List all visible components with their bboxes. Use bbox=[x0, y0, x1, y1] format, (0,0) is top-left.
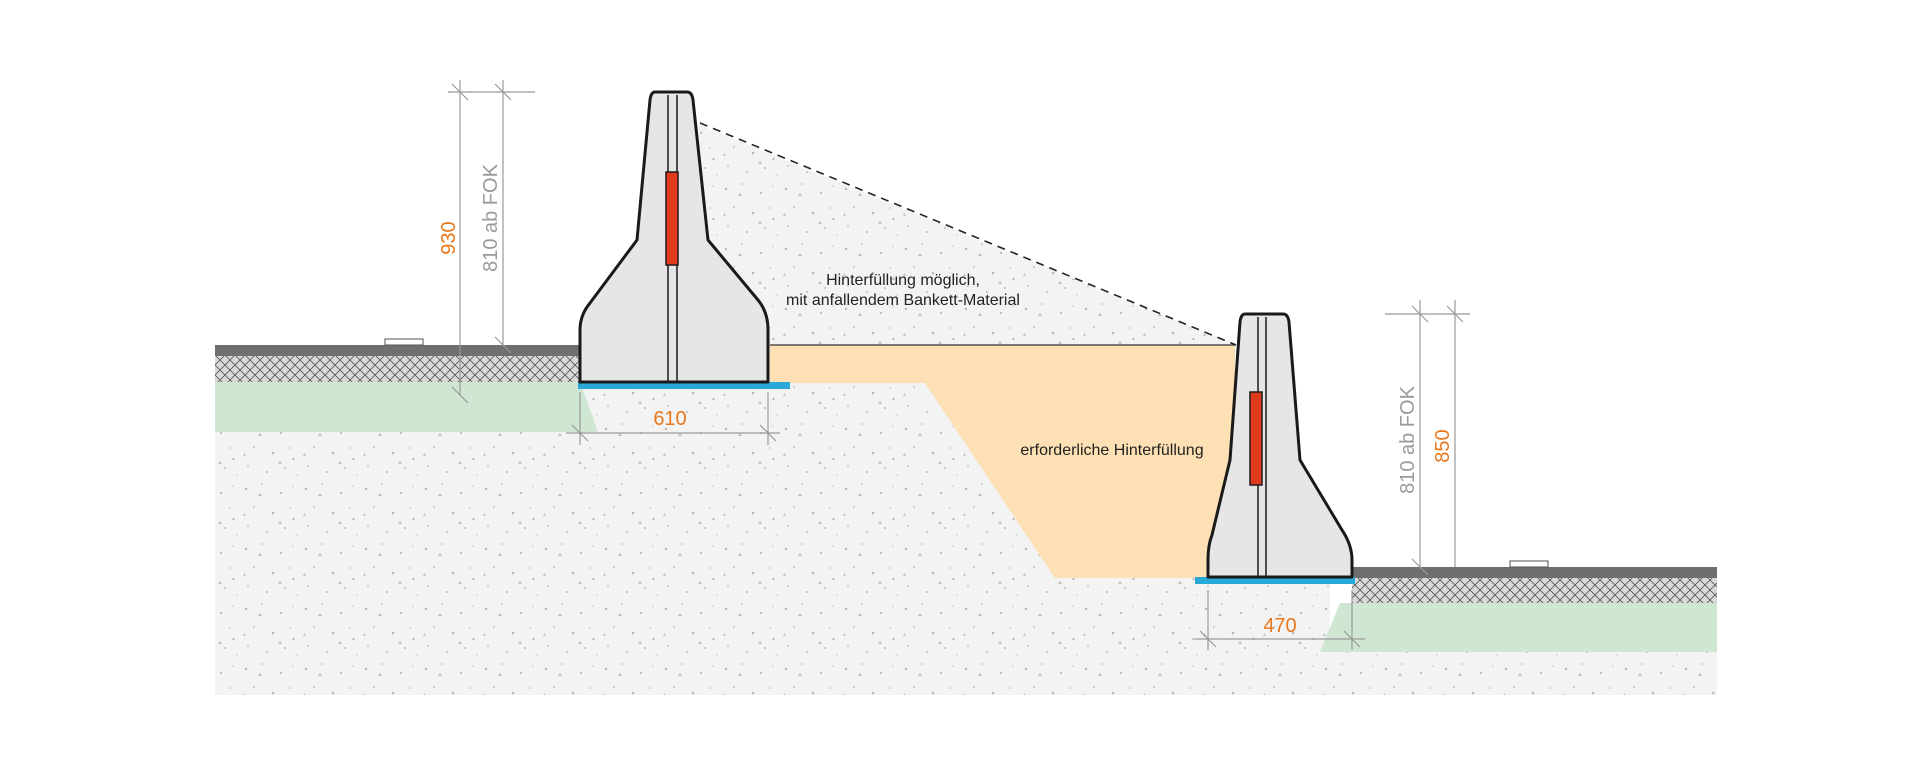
left-height-fok-label: 810 ab FOK bbox=[480, 163, 502, 272]
backfill-required-label: erforderliche Hinterfüllung bbox=[1020, 442, 1203, 459]
right-road-marking bbox=[1509, 560, 1549, 568]
right-asphalt-layer bbox=[1352, 567, 1717, 578]
left-horizontal-dimension-lines bbox=[566, 392, 780, 445]
backfill-required-area bbox=[770, 345, 1235, 578]
right-height-fok-label: 810 ab FOK bbox=[1397, 385, 1419, 494]
backfill-possible-label-line2: mit anfallendem Bankett-Material bbox=[786, 292, 1020, 309]
gravel-ground-left bbox=[215, 430, 580, 695]
right-concrete-barrier bbox=[1206, 312, 1354, 579]
right-height-total-label: 850 bbox=[1432, 429, 1454, 462]
gravel-upper-wedge bbox=[690, 125, 1235, 345]
left-road-marking bbox=[384, 338, 424, 346]
left-red-reflector bbox=[665, 171, 679, 266]
left-base-plate bbox=[578, 382, 790, 389]
right-horizontal-dimension-lines bbox=[1195, 590, 1365, 650]
right-crosshatch-layer bbox=[1352, 578, 1717, 603]
left-green-wedge bbox=[560, 382, 598, 432]
right-vertical-dimension-lines bbox=[1385, 300, 1470, 576]
left-vertical-dimension-lines bbox=[448, 80, 535, 404]
right-base-plate bbox=[1195, 577, 1355, 584]
left-width-label: 610 bbox=[653, 408, 686, 430]
left-height-total-label: 930 bbox=[438, 221, 460, 254]
left-asphalt-layer bbox=[215, 345, 580, 356]
right-width-label: 470 bbox=[1263, 615, 1296, 637]
left-green-subbase bbox=[215, 382, 580, 432]
backfill-possible-label-line1: Hinterfüllung möglich, bbox=[826, 272, 980, 289]
slope-dashed-line bbox=[699, 122, 1237, 346]
right-red-reflector bbox=[1249, 391, 1263, 486]
left-crosshatch-layer bbox=[215, 356, 580, 382]
right-green-subbase bbox=[1320, 603, 1717, 652]
